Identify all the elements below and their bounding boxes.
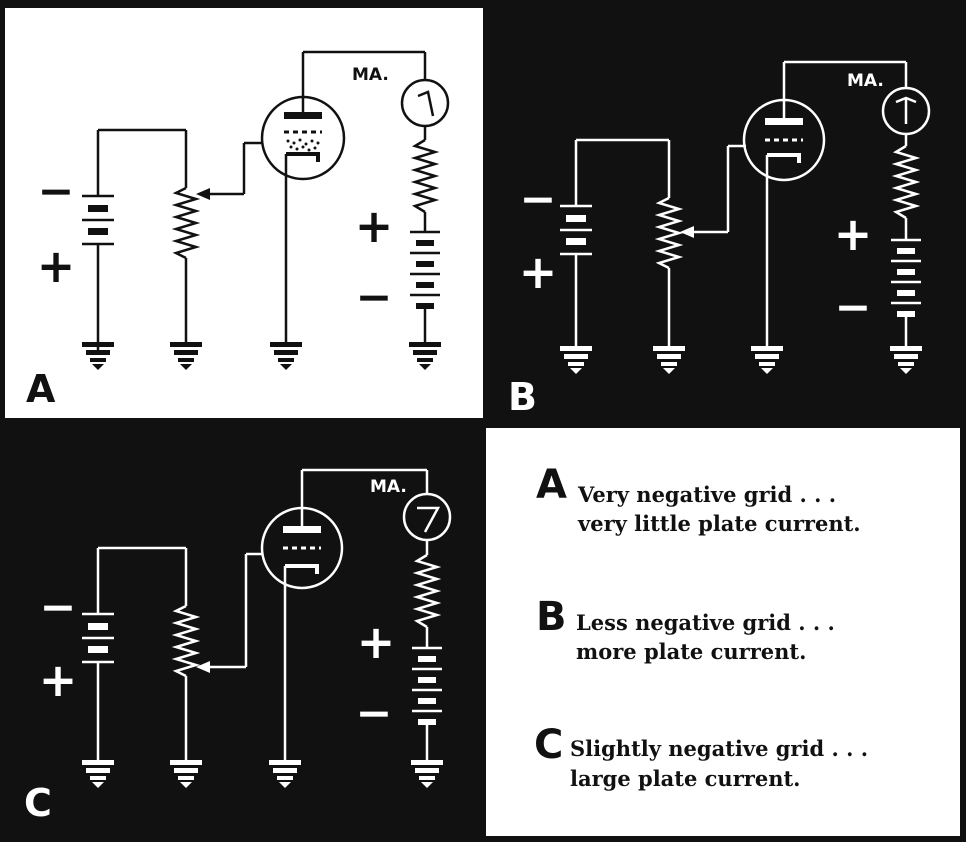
minus-sign: − (40, 582, 77, 633)
ground-symbol (170, 342, 202, 370)
plate-battery (891, 238, 921, 317)
legend-letter: B (536, 594, 567, 640)
panel-c-circuit (82, 468, 452, 788)
plus-sign: + (37, 239, 76, 293)
minus-sign: − (356, 272, 393, 323)
wiper-arrow (196, 552, 262, 673)
wiper-arrow (680, 144, 746, 238)
wiper-arrow (196, 141, 262, 200)
minus-sign: − (356, 688, 393, 739)
ground-symbol (751, 346, 783, 374)
ground-symbol (411, 760, 443, 788)
legend: A Very negative grid . . . very little p… (534, 462, 868, 791)
bias-battery (560, 140, 592, 346)
plus-sign: + (355, 199, 394, 253)
ground-symbol (170, 760, 202, 788)
legend-line: very little plate current. (577, 511, 861, 536)
plate-resistor (412, 553, 442, 629)
triode-tube (742, 62, 826, 346)
legend-line: more plate current. (576, 639, 806, 664)
minus-sign: − (38, 166, 75, 217)
ground-symbol (82, 342, 114, 370)
potentiometer (171, 604, 201, 760)
legend-letter: A (536, 462, 567, 508)
meter-label: MA. (370, 477, 407, 497)
triode-tube (260, 470, 344, 760)
meter-label: MA. (847, 71, 884, 91)
meter-label: MA. (352, 65, 389, 85)
ground-symbol (560, 346, 592, 374)
ground-symbol (269, 760, 301, 788)
panel-c-background (5, 422, 483, 837)
panel-letter: A (26, 367, 56, 411)
legend-line: Slightly negative grid . . . (570, 736, 868, 761)
potentiometer (654, 196, 684, 346)
panel-b-background (486, 13, 961, 420)
ground-symbol (890, 346, 922, 374)
panel-a-background (5, 8, 483, 418)
panel-b-circuit (560, 60, 931, 374)
legend-letter: C (534, 722, 563, 768)
triode-tube (260, 52, 346, 342)
legend-background (486, 428, 960, 836)
plate-battery (412, 646, 442, 725)
legend-line: large plate current. (570, 766, 800, 791)
ground-symbol (82, 760, 114, 788)
legend-line: Very negative grid . . . (577, 482, 836, 507)
panel-letter: C (24, 781, 52, 825)
plus-sign: + (357, 615, 396, 669)
ground-symbol (653, 346, 685, 374)
bias-battery (82, 548, 114, 760)
shaded-grid (286, 138, 320, 152)
ground-symbol (409, 342, 441, 370)
plate-battery (410, 230, 440, 309)
bias-battery (82, 130, 114, 342)
minus-sign: − (835, 282, 872, 333)
plate-resistor (891, 144, 921, 220)
ground-symbol (270, 342, 302, 370)
panel-a-circuit (82, 50, 450, 370)
panel-letter: B (508, 375, 537, 419)
plus-sign: + (39, 653, 78, 707)
plus-sign: + (834, 207, 873, 261)
plate-resistor (410, 138, 440, 214)
legend-line: Less negative grid . . . (576, 610, 835, 635)
plus-sign: + (519, 245, 558, 299)
potentiometer (171, 186, 201, 342)
minus-sign: − (520, 174, 557, 225)
